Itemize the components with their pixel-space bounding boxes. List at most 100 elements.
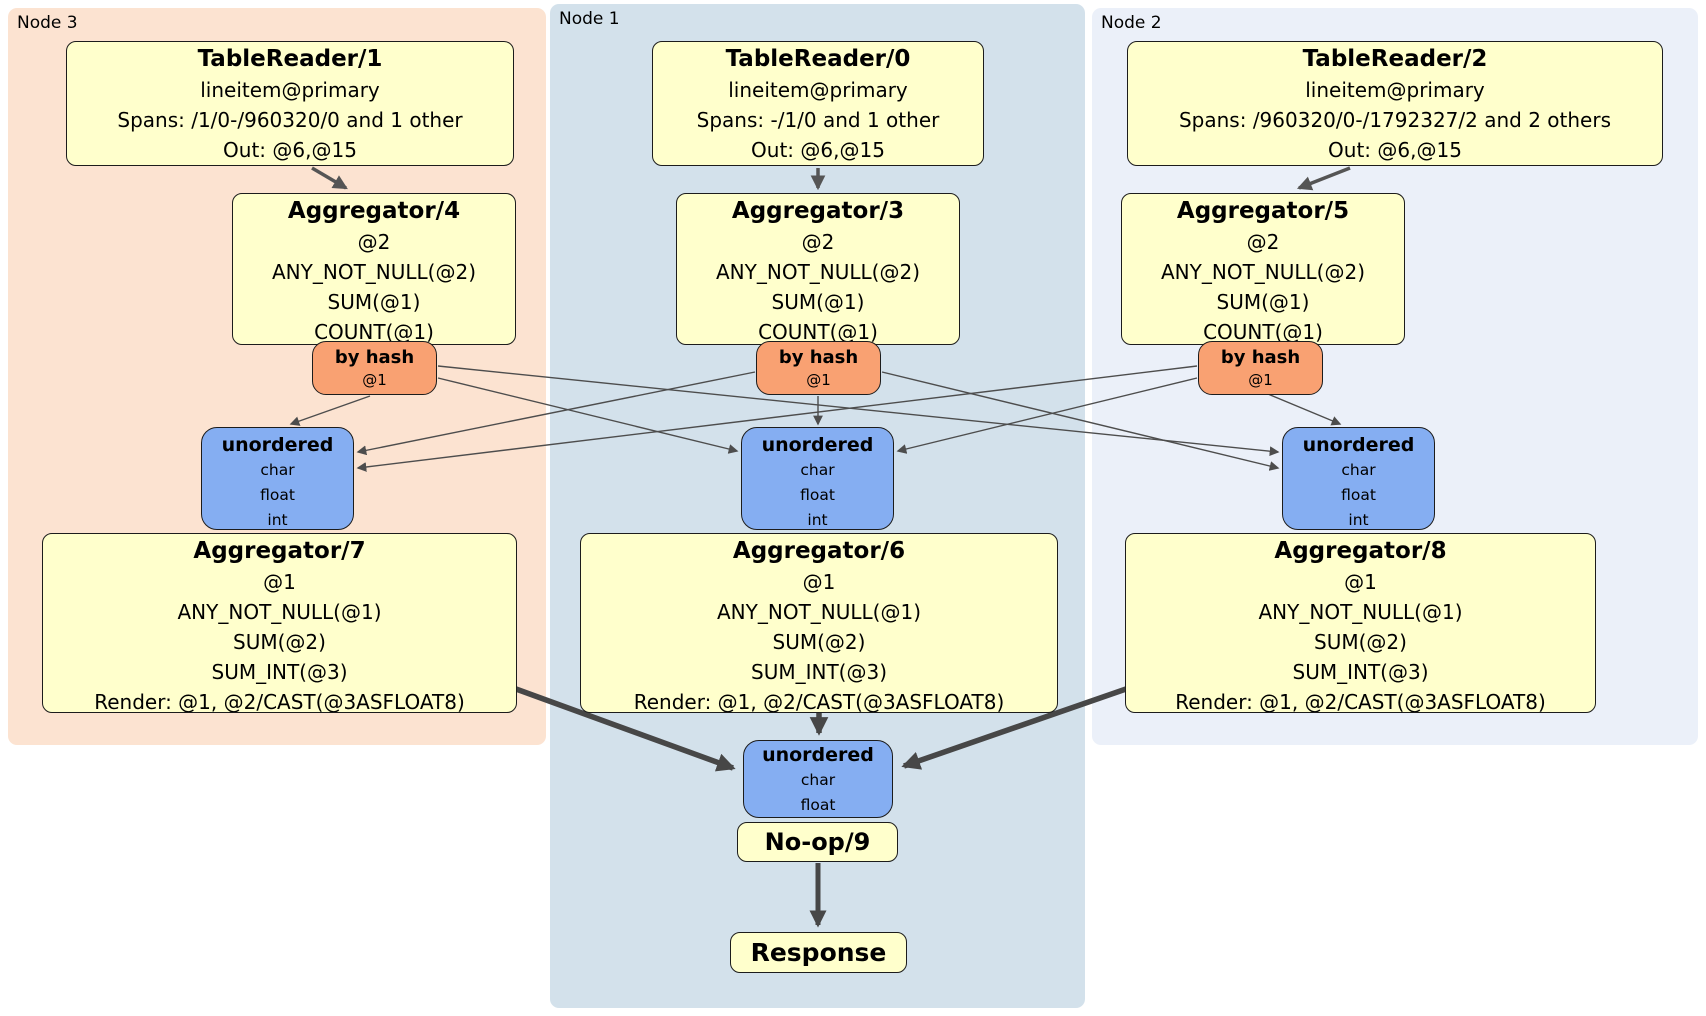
processor-detail: COUNT(@1) (758, 320, 878, 344)
edge-agg7-finalsync (515, 686, 736, 772)
table-reader-1: TableReader/1 lineitem@primary Spans: /1… (66, 41, 514, 166)
router-detail: @1 (806, 371, 831, 389)
processor-detail: SUM(@2) (233, 630, 326, 654)
processor-detail: lineitem@primary (200, 78, 380, 102)
aggregator-6: Aggregator/6 @1 ANY_NOT_NULL(@1) SUM(@2)… (580, 533, 1058, 713)
edge-hash1-sync2 (881, 371, 1280, 471)
hash-router-node2: by hash @1 (1198, 341, 1323, 395)
router-title: by hash (778, 347, 859, 368)
processor-title: TableReader/0 (725, 46, 911, 72)
aggregator-8: Aggregator/8 @1 ANY_NOT_NULL(@1) SUM(@2)… (1125, 533, 1596, 713)
edge-hash2-sync1 (896, 377, 1198, 454)
processor-title: Aggregator/4 (287, 198, 461, 224)
processor-detail: lineitem@primary (1305, 78, 1485, 102)
processor-title: Aggregator/6 (732, 538, 906, 564)
sync-type: int (1348, 511, 1369, 529)
aggregator-3: Aggregator/3 @2 ANY_NOT_NULL(@2) SUM(@1)… (676, 193, 960, 345)
processor-detail: ANY_NOT_NULL(@2) (1161, 260, 1365, 284)
processor-title: Response (750, 938, 887, 967)
sync-title: unordered (761, 434, 874, 456)
processor-detail: Out: @6,@15 (1328, 138, 1462, 162)
hash-router-node3: by hash @1 (312, 341, 437, 395)
sync-type: int (807, 511, 828, 529)
edge-agg8-finalsync (901, 686, 1127, 770)
table-reader-0: TableReader/0 lineitem@primary Spans: -/… (652, 41, 984, 166)
processor-detail: Render: @1, @2/CAST(@3ASFLOAT8) (1175, 690, 1546, 713)
processor-title: TableReader/2 (1302, 46, 1488, 72)
sync-node2: unordered char float int (1282, 427, 1435, 530)
processor-title: TableReader/1 (197, 46, 383, 72)
processor-detail: @2 (1246, 230, 1280, 254)
sync-type: char (1341, 461, 1376, 479)
processor-title: Aggregator/3 (731, 198, 905, 224)
processor-detail: @1 (263, 570, 296, 594)
node1-label: Node 1 (559, 9, 620, 29)
processor-title: Aggregator/8 (1274, 538, 1447, 564)
processor-detail: lineitem@primary (728, 78, 908, 102)
processor-title: Aggregator/7 (193, 538, 366, 564)
processor-detail: ANY_NOT_NULL(@1) (177, 600, 382, 624)
node2-label: Node 2 (1101, 13, 1162, 33)
processor-title: No-op/9 (764, 828, 871, 856)
router-title: by hash (334, 347, 415, 368)
table-reader-2: TableReader/2 lineitem@primary Spans: /9… (1127, 41, 1663, 166)
processor-detail: COUNT(@1) (1203, 320, 1323, 344)
processor-detail: @2 (801, 230, 835, 254)
processor-detail: Spans: /960320/0-/1792327/2 and 2 others (1178, 108, 1611, 132)
processor-detail: Out: @6,@15 (751, 138, 885, 162)
processor-detail: SUM(@1) (327, 290, 421, 314)
sync-type: char (260, 461, 295, 479)
processor-detail: @2 (357, 230, 391, 254)
router-detail: @1 (1248, 371, 1273, 389)
processor-title: Aggregator/5 (1176, 198, 1350, 224)
processor-detail: @1 (802, 570, 836, 594)
processor-detail: SUM(@1) (1216, 290, 1310, 314)
processor-detail: Render: @1, @2/CAST(@3ASFLOAT8) (633, 690, 1005, 713)
processor-detail: SUM(@2) (772, 630, 866, 654)
node3-label: Node 3 (17, 13, 78, 33)
sync-type: char (800, 771, 836, 789)
edge-hash2-sync2 (1267, 393, 1342, 426)
sync-type: float (800, 796, 836, 814)
processor-detail: ANY_NOT_NULL(@1) (1258, 600, 1463, 624)
processor-detail: ANY_NOT_NULL(@2) (272, 260, 476, 284)
sync-node3: unordered char float int (201, 427, 354, 530)
processor-detail: SUM(@1) (771, 290, 865, 314)
router-detail: @1 (362, 371, 387, 389)
processor-detail: Out: @6,@15 (223, 138, 357, 162)
no-op-9: No-op/9 (737, 822, 898, 862)
processor-detail: SUM_INT(@3) (1292, 660, 1429, 684)
sync-title: unordered (221, 434, 334, 456)
processor-detail: SUM_INT(@3) (751, 660, 887, 684)
edge-hash3-sync2 (437, 365, 1280, 457)
processor-detail: SUM_INT(@3) (211, 660, 348, 684)
hash-router-node1: by hash @1 (756, 341, 881, 395)
edge-tr2-agg5 (1296, 166, 1351, 191)
edge-hash3-sync3 (289, 395, 371, 426)
sync-title: unordered (1302, 434, 1415, 456)
aggregator-7: Aggregator/7 @1 ANY_NOT_NULL(@1) SUM(@2)… (42, 533, 517, 713)
sync-type: char (800, 461, 835, 479)
router-title: by hash (1220, 347, 1301, 368)
edge-hash1-sync3 (356, 371, 756, 456)
response: Response (730, 932, 907, 973)
edge-hash2-sync3 (356, 365, 1198, 472)
processor-detail: Spans: /1/0-/960320/0 and 1 other (117, 108, 463, 132)
sync-type: float (260, 486, 295, 504)
edge-hash3-sync1 (437, 377, 739, 454)
processor-detail: SUM(@2) (1314, 630, 1407, 654)
processor-detail: Spans: -/1/0 and 1 other (696, 108, 940, 132)
edge-tr1-agg4 (311, 166, 348, 190)
sync-title: unordered (762, 744, 874, 766)
sync-type: int (267, 511, 288, 529)
processor-detail: ANY_NOT_NULL(@2) (716, 260, 920, 284)
processor-detail: COUNT(@1) (314, 320, 434, 344)
sync-node1: unordered char float int (741, 427, 894, 530)
aggregator-4: Aggregator/4 @2 ANY_NOT_NULL(@2) SUM(@1)… (232, 193, 516, 345)
aggregator-5: Aggregator/5 @2 ANY_NOT_NULL(@2) SUM(@1)… (1121, 193, 1405, 345)
sync-type: float (800, 486, 835, 504)
processor-detail: Render: @1, @2/CAST(@3ASFLOAT8) (94, 690, 465, 713)
sync-type: float (1341, 486, 1376, 504)
